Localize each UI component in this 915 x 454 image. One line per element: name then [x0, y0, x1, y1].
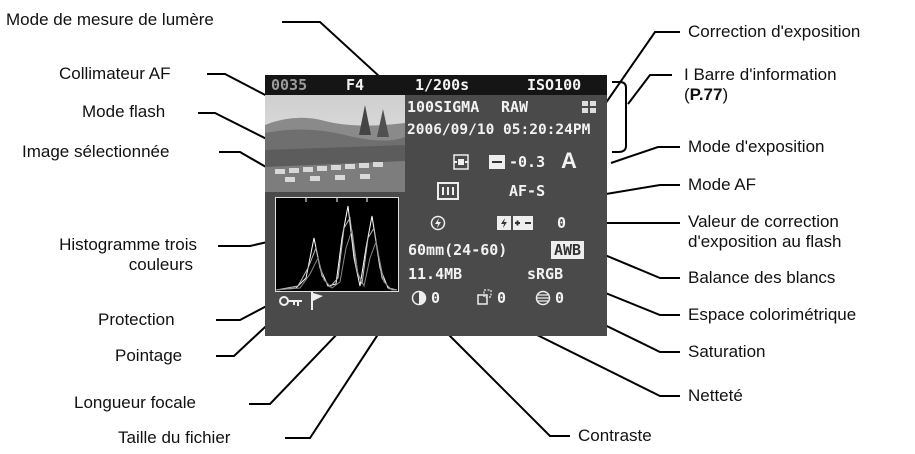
metering-icon: [453, 154, 469, 170]
label-contrast: Contraste: [578, 426, 652, 445]
label-flash-mode: Mode flash: [82, 102, 166, 121]
label-file-size: Taille du fichier: [118, 428, 231, 447]
label-white-balance: Balance des blancs: [688, 268, 836, 287]
contrast-value: 0: [431, 289, 441, 307]
label-info-bar-line2: (P.77): [684, 85, 729, 104]
focal-length-value: 60mm(24-60): [408, 241, 508, 259]
white-balance-icon: AWB: [551, 241, 585, 259]
sharpness-icon: [477, 289, 492, 305]
info-bar-bracket: [612, 81, 627, 153]
flash-comp-icon: [497, 216, 533, 230]
page-ref: P.77: [689, 85, 723, 104]
lcd-top-bar: [265, 75, 607, 95]
leader-exposure-mode: [610, 146, 680, 164]
flash-mode-icon: [430, 215, 446, 231]
label-exposure-comp: Correction d'exposition: [688, 22, 861, 41]
label-flash-comp-line1: Valeur de correction: [688, 212, 839, 231]
label-saturation: Saturation: [688, 342, 766, 361]
label-metering-mode: Mode de mesure de lumère: [6, 10, 214, 29]
file-size-value: 11.4MB: [408, 265, 463, 283]
protection-key-icon: [279, 296, 302, 306]
color-space-value: sRGB: [527, 265, 564, 283]
leader-contrast: [443, 329, 570, 437]
af-mode-value: AF-S: [509, 182, 546, 200]
selected-image-thumbnail: [265, 95, 405, 192]
exposure-comp-icon: [489, 155, 505, 169]
label-histogram-line2: couleurs: [128, 255, 193, 274]
shutter-speed: 1/200s: [415, 76, 470, 94]
label-color-space: Espace colorimétrique: [688, 305, 857, 324]
label-info-bar: I Barre d'information (P.77): [684, 65, 837, 105]
grid-icon: [582, 101, 596, 113]
label-focal-length: Longueur focale: [74, 393, 196, 412]
saturation-icon: [535, 290, 551, 306]
label-protection: Protection: [98, 310, 175, 329]
flash-comp-value: 0: [557, 214, 567, 232]
leader-info-bar: [627, 74, 672, 105]
saturation-value: 0: [555, 289, 565, 307]
lcd-screen: 0035 F4 1/200s ISO100: [265, 75, 607, 336]
folder-name: 100SIGMA: [407, 98, 480, 116]
label-sharpness: Netteté: [688, 386, 743, 405]
label-info-bar-line1: I Barre d'information: [684, 65, 837, 84]
contrast-icon: [411, 290, 427, 306]
aperture-value: F4: [346, 76, 365, 94]
label-selected-image: Image sélectionnée: [22, 142, 170, 161]
marking-flag-icon: [311, 292, 323, 310]
histogram: [275, 197, 399, 292]
sharpness-value: 0: [497, 289, 507, 307]
label-histogram: Histogramme trois couleurs: [7, 235, 197, 275]
leader-af-mode: [599, 184, 680, 196]
label-flash-comp-line2: d'exposition au flash: [688, 232, 842, 251]
label-af-point: Collimateur AF: [59, 64, 171, 83]
exposure-mode-value: A: [561, 148, 577, 173]
label-flash-comp: Valeur de correction d'exposition au fla…: [688, 212, 842, 252]
exposure-comp-value: -0.3: [509, 153, 546, 171]
label-exposure-mode: Mode d'exposition: [688, 137, 825, 156]
iso-value: ISO100: [527, 76, 582, 94]
label-af-mode: Mode AF: [688, 175, 757, 194]
file-format: RAW: [501, 98, 529, 116]
label-marking: Pointage: [115, 346, 183, 365]
af-point-icon: [437, 182, 459, 200]
leader-sharpness: [496, 314, 680, 397]
datetime: 2006/09/10 05:20:24PM: [407, 122, 591, 138]
leader-white-balance: [587, 247, 680, 279]
frame-number: 0035: [271, 76, 308, 94]
label-histogram-line1: Histogramme trois: [59, 235, 197, 254]
